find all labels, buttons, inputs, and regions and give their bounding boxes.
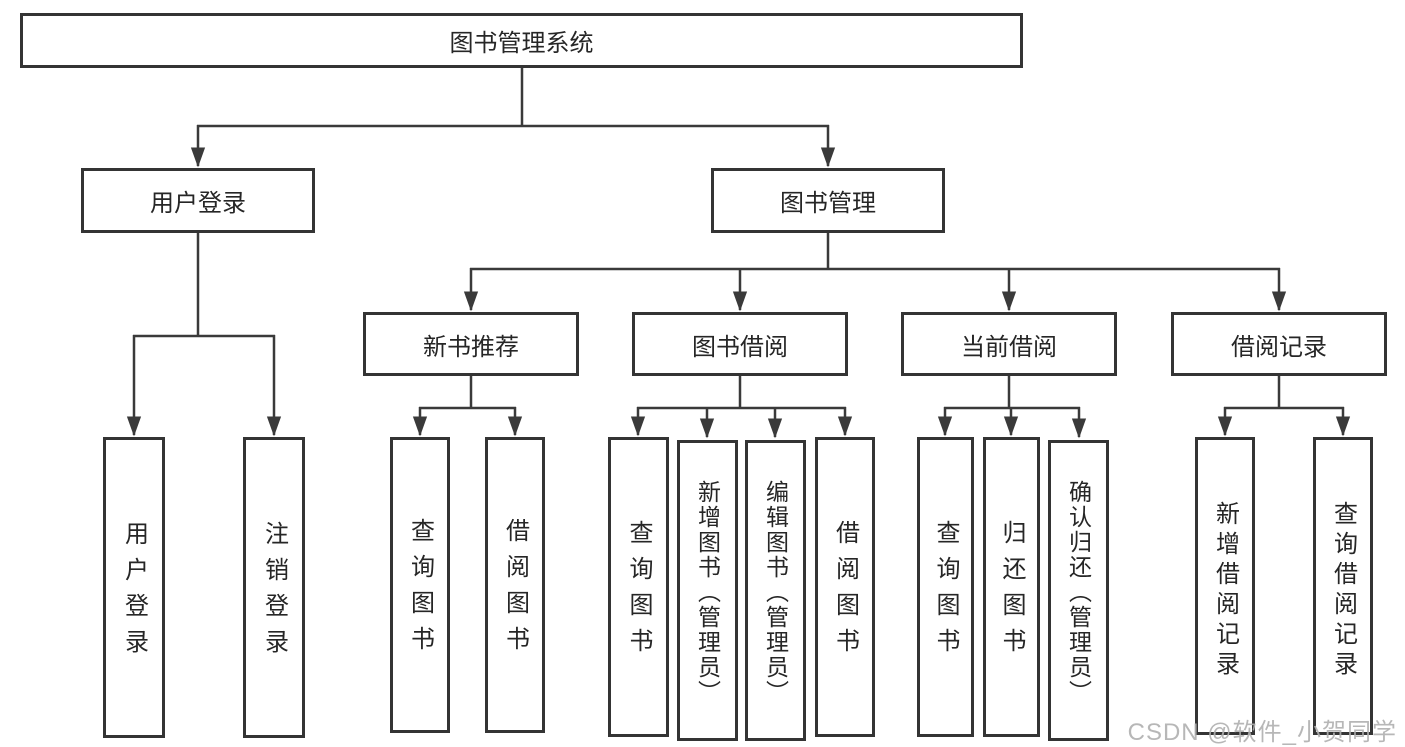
node-library-system: 图书管理系统: [20, 13, 1023, 68]
node-add-books-admin: 新增图书（管理员）: [677, 440, 738, 741]
node-confirm-return-admin: 确认归还（管理员）: [1048, 440, 1109, 741]
node-login: 用户登录: [103, 437, 165, 738]
node-query-books-recommend: 查询图书: [390, 437, 450, 733]
node-borrow-books-recommend: 借阅图书: [485, 437, 545, 733]
node-book-management: 图书管理: [711, 168, 945, 233]
watermark: CSDN @软件_小贺同学: [1127, 719, 1397, 746]
node-add-borrow-record: 新增借阅记录: [1195, 437, 1255, 735]
node-new-book-recommend: 新书推荐: [363, 312, 579, 376]
node-query-books-current: 查询图书: [917, 437, 974, 737]
node-query-borrow-record: 查询借阅记录: [1313, 437, 1373, 735]
node-query-books-borrowing: 查询图书: [608, 437, 669, 737]
node-edit-books-admin: 编辑图书（管理员）: [745, 440, 806, 741]
node-borrowing-records: 借阅记录: [1171, 312, 1387, 376]
node-logout: 注销登录: [243, 437, 305, 738]
node-borrow-books-borrowing: 借阅图书: [815, 437, 875, 737]
node-user-login: 用户登录: [81, 168, 315, 233]
node-return-books: 归还图书: [983, 437, 1040, 737]
node-book-borrowing: 图书借阅: [632, 312, 848, 376]
node-current-borrowing: 当前借阅: [901, 312, 1117, 376]
